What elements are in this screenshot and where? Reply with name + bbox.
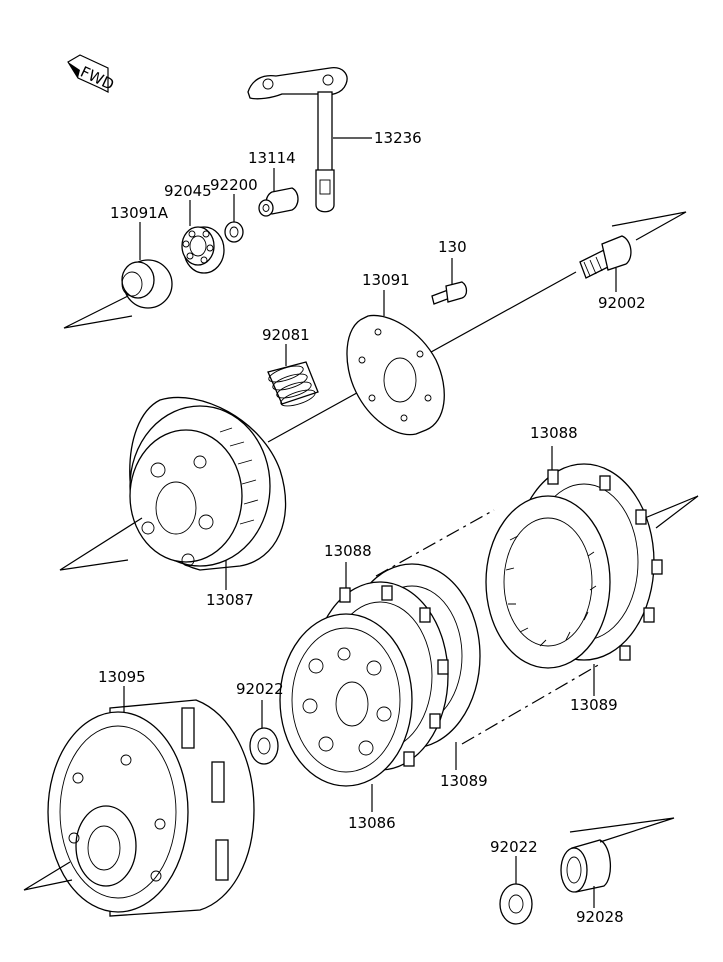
label-13089-right: 13089 [570, 696, 618, 714]
label-92022-middle: 92022 [236, 680, 284, 698]
label-92028: 92028 [576, 908, 624, 926]
label-13095: 13095 [98, 668, 146, 686]
label-92081: 92081 [262, 326, 310, 344]
steel-plate-13089-right-part [485, 495, 611, 669]
label-13236: 13236 [374, 129, 422, 147]
washer-92022-middle-part [249, 727, 279, 765]
cap-part [121, 259, 173, 309]
label-13091A: 13091A [110, 204, 169, 222]
fwd-label: FWD [78, 63, 117, 94]
washer-92200-part [224, 221, 244, 243]
release-shaft-part [247, 67, 348, 213]
label-13086: 13086 [348, 814, 396, 832]
bolt-130-part [431, 281, 468, 305]
label-13091: 13091 [362, 271, 410, 289]
label-13088-right: 13088 [530, 424, 578, 442]
pressure-plate-13091-part [346, 314, 445, 436]
label-13088-left: 13088 [324, 542, 372, 560]
bolt-92002-part [579, 235, 632, 279]
label-13114: 13114 [248, 149, 296, 167]
label-92022-bottom: 92022 [490, 838, 538, 856]
spring-part [267, 361, 319, 407]
clutch-housing-13095-part [47, 699, 255, 917]
collar-part [560, 839, 611, 893]
clutch-hub-13087-part [129, 396, 287, 571]
label-92200: 92200 [210, 176, 258, 194]
label-13087: 13087 [206, 591, 254, 609]
clutch-hub-13086-part [279, 613, 413, 787]
bearing-part [181, 226, 225, 274]
label-92002: 92002 [598, 294, 646, 312]
label-13089-middle: 13089 [440, 772, 488, 790]
label-130: 130 [438, 238, 467, 256]
pusher-part [258, 187, 299, 217]
washer-92022-bottom-part [499, 883, 533, 925]
fwd-arrow-icon: FWD [67, 54, 117, 94]
label-92045: 92045 [164, 182, 212, 200]
